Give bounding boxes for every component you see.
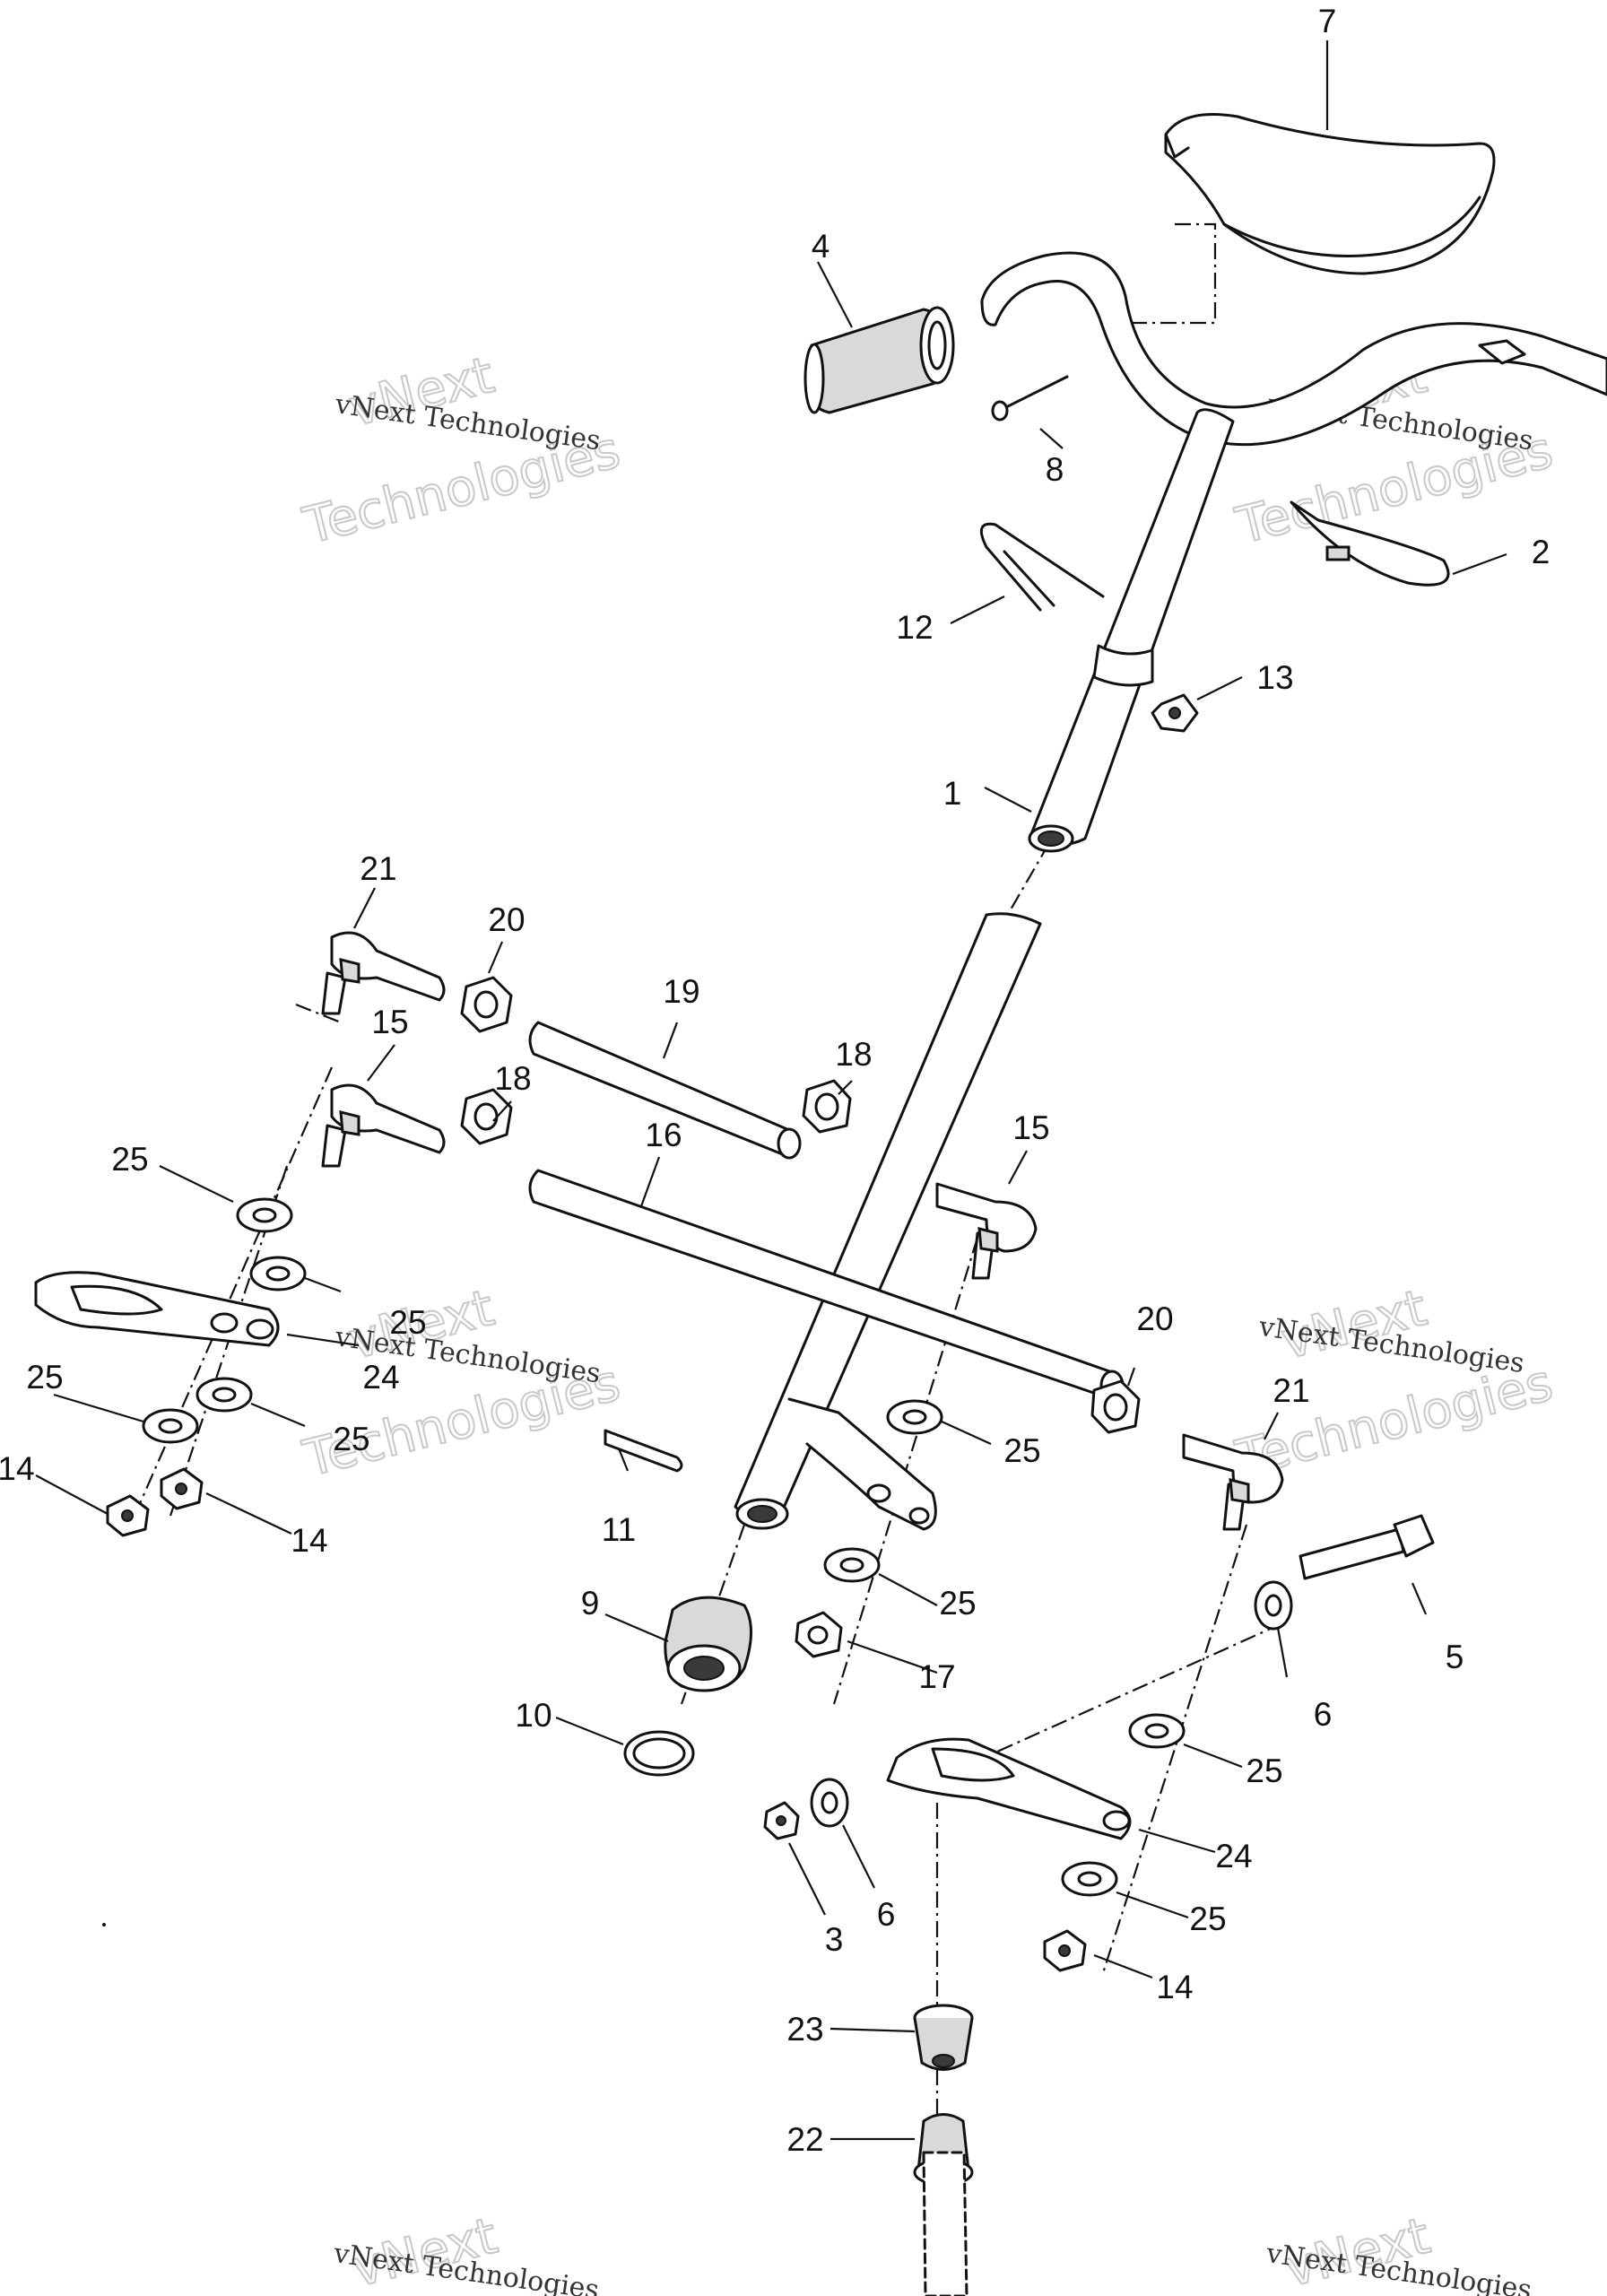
callout-25-a: 25 (111, 1141, 148, 1178)
callout-20-top: 20 (488, 901, 525, 938)
callout-6-right: 6 (1314, 1696, 1333, 1733)
steering-arm-right (886, 1737, 1132, 1840)
hand-grip (804, 306, 955, 414)
nut-3 (763, 1801, 800, 1840)
ball-joint-21-left (321, 931, 446, 1015)
washer-25-b (249, 1256, 307, 1292)
callout-14-b: 14 (291, 1522, 327, 1559)
nut-20-top (460, 976, 513, 1033)
callout-18-left: 18 (494, 1060, 531, 1097)
callout-labels: 7 4 8 2 12 13 1 21 20 19 15 18 18 15 16 … (0, 3, 1550, 2158)
callout-21-right: 21 (1273, 1372, 1309, 1409)
washer-25-a (236, 1197, 293, 1233)
callout-1: 1 (943, 775, 962, 812)
washer-25-e (886, 1399, 943, 1435)
callout-6-left: 6 (877, 1896, 896, 1933)
callout-15-right: 15 (1012, 1109, 1049, 1146)
washer-25-f (823, 1547, 881, 1583)
washer-25-g (1128, 1713, 1186, 1749)
callout-25-h: 25 (1189, 1900, 1226, 1937)
callout-22: 22 (786, 2121, 823, 2158)
callout-8: 8 (1046, 451, 1064, 488)
watermark-bottom-right: vNext vNext Technologies (1264, 2206, 1533, 2296)
ball-joint-15-right (935, 1182, 1038, 1280)
callout-16: 16 (645, 1117, 682, 1153)
callout-25-e: 25 (1003, 1432, 1040, 1469)
nut-17 (795, 1611, 843, 1658)
callout-25-g: 25 (1246, 1752, 1282, 1789)
callout-2: 2 (1532, 534, 1551, 570)
callout-11: 11 (602, 1511, 636, 1548)
bushing (664, 1596, 752, 1692)
steering-arm-left (34, 1271, 280, 1347)
callout-3: 3 (825, 1921, 844, 1958)
callout-12: 12 (896, 609, 933, 646)
nut-14-c (1043, 1929, 1087, 1972)
washer-25-c (195, 1377, 253, 1413)
watermark-top-left: vNext Technologies vNext Technologies (297, 345, 627, 557)
handlebar (980, 251, 1607, 447)
callout-25-d: 25 (333, 1421, 369, 1457)
washer-6-right (1254, 1580, 1293, 1631)
bolt (1299, 1514, 1435, 1580)
callout-25-c: 25 (26, 1359, 63, 1396)
callout-15-left: 15 (371, 1004, 408, 1040)
nut-13 (1151, 693, 1199, 733)
cable-tie (1290, 500, 1450, 587)
callout-4: 4 (812, 228, 830, 265)
watermark-bottom-left: vNext vNext Technologies (331, 2206, 601, 2296)
callout-24-right: 24 (1215, 1838, 1252, 1874)
callout-14-a: 14 (0, 1450, 35, 1487)
lower-steering-shaft (734, 912, 1042, 1531)
callout-17: 17 (918, 1658, 955, 1695)
short-tie-rod (528, 1021, 802, 1160)
callout-7: 7 (1318, 3, 1337, 39)
flange-bushing-23 (913, 2004, 974, 2071)
stray-dot (102, 1923, 106, 1926)
ball-joint-15-left (321, 1083, 446, 1168)
pin (604, 1429, 683, 1473)
callout-10: 10 (515, 1697, 552, 1734)
callout-20-right: 20 (1136, 1300, 1173, 1337)
callout-25-b: 25 (389, 1304, 426, 1341)
nut-14-b (160, 1467, 204, 1510)
steering-column (1028, 408, 1235, 853)
washer-25-h (1061, 1861, 1118, 1897)
screw (991, 375, 1069, 422)
callout-21-left: 21 (360, 850, 396, 887)
nut-20-right (1090, 1379, 1141, 1434)
handlebar-pad (1164, 113, 1496, 275)
ball-joint-21-right (1182, 1433, 1284, 1531)
callout-18-mid: 18 (835, 1036, 872, 1073)
callout-13: 13 (1256, 659, 1293, 696)
leader-lines (35, 40, 1507, 2141)
callout-14-c: 14 (1156, 1969, 1193, 2005)
callout-19: 19 (663, 973, 699, 1010)
retaining-ring (623, 1730, 695, 1777)
u-bolt (979, 522, 1105, 612)
callout-25-f: 25 (939, 1585, 976, 1622)
lower-shaft-stub (922, 2151, 969, 2296)
callout-5: 5 (1446, 1639, 1464, 1675)
washer-25-d (142, 1408, 199, 1444)
nut-14-a (106, 1494, 150, 1537)
washer-6-left (810, 1778, 849, 1828)
nut-18-left (460, 1088, 513, 1145)
callout-23: 23 (786, 2011, 823, 2048)
callout-24-left: 24 (362, 1359, 399, 1396)
callout-9: 9 (581, 1585, 600, 1622)
